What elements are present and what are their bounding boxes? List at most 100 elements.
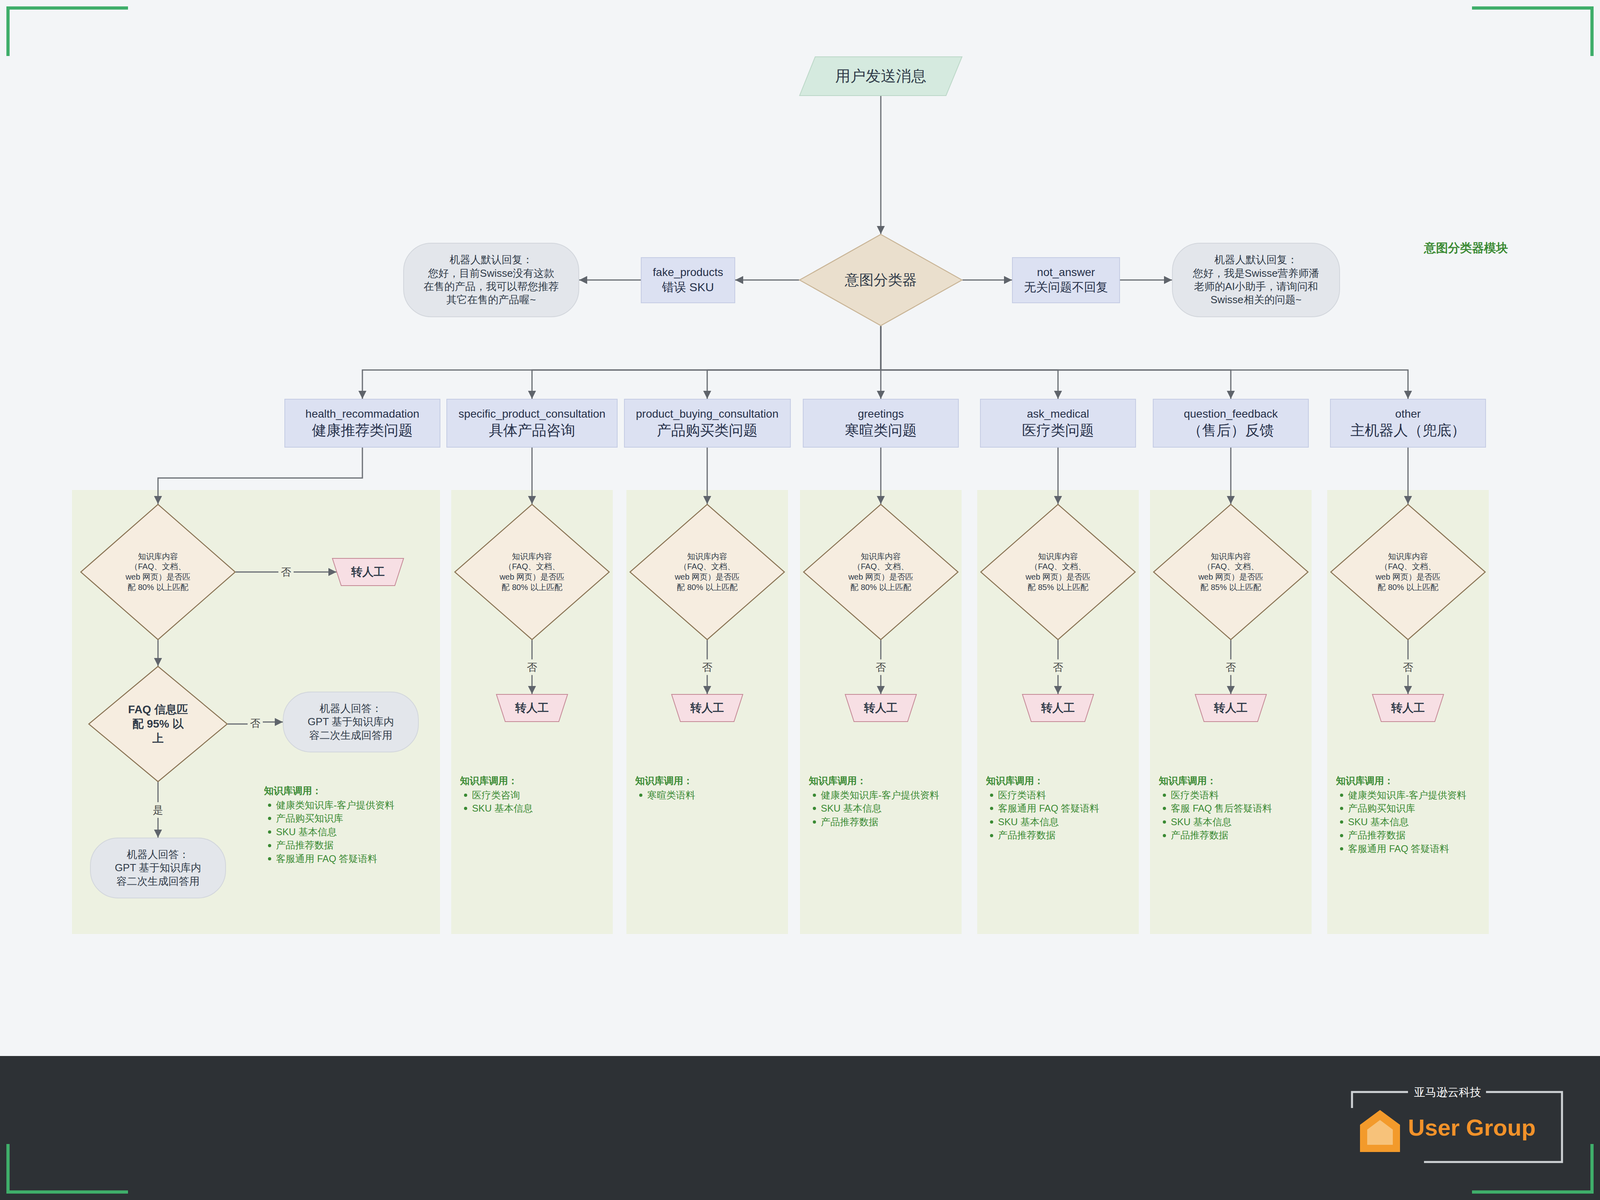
node-title: product_buying_consultation (636, 406, 779, 422)
diamond-outline (629, 504, 785, 640)
node-body: 产品购买类问题 (636, 421, 779, 440)
handoff-trapezoid: 转人工 (1372, 694, 1444, 722)
node-body: 错误 SKU (652, 279, 724, 295)
connector (880, 326, 1231, 399)
node-title: fake_products (652, 265, 724, 280)
node-text-group: 知识库内容（FAQ、文档、web 网页）是否匹配 80% 以上匹配 (1374, 551, 1442, 593)
connector (1407, 447, 1409, 504)
logo-icon (1360, 1110, 1400, 1152)
node-body: 具体产品咨询 (458, 421, 606, 440)
connector (532, 326, 881, 399)
node-text-group: not_answer无关问题不回复 (1024, 265, 1108, 295)
node-text-group: 知识库内容（FAQ、文档、web 网页）是否匹配 80% 以上匹配 (124, 551, 192, 593)
edge-label: 否 (1223, 659, 1239, 675)
intent-box: fake_products错误 SKU (640, 257, 736, 304)
connector (531, 447, 533, 504)
logo-icon-inner (1367, 1120, 1393, 1145)
list-heading: 知识库调用： (1158, 774, 1311, 788)
decision-diamond: FAQ 信息匹配 95% 以上 (88, 666, 228, 782)
node-text-group: 机器人默认回复：您好，我是Swisse营养师潘老师的AI小助手，请询问和Swis… (1192, 253, 1320, 307)
edge-label: 否 (524, 659, 540, 675)
node-text-group: health_recommadation健康推荐类问题 (305, 406, 420, 440)
list-heading: 知识库调用： (986, 774, 1138, 788)
node-title: 转人工 (864, 700, 898, 716)
diamond-outline (1330, 504, 1486, 640)
node-body: 您好，目前Swisse没有这款在售的产品，我可以帮您推荐其它在售的产品喔~ (423, 266, 560, 307)
node-title: 用户发送消息 (835, 66, 927, 86)
node-body: GPT 基于知识库内容二次生成回答用 (302, 715, 399, 742)
list-item: 健康类知识库-客户提供资料 (264, 798, 416, 812)
outline (1330, 504, 1486, 640)
list-item: SKU 基本信息 (460, 801, 612, 816)
kb-list: 知识库调用：寒暄类语料 (635, 774, 788, 802)
corner-accent (8, 8, 128, 56)
node-body: 无关问题不回复 (1024, 279, 1108, 295)
node-title: 转人工 (515, 700, 549, 716)
node-title: 知识库内容（FAQ、文档、web 网页）是否匹配 80% 以上匹配 (498, 551, 566, 593)
node-title: 机器人默认回复： (423, 253, 560, 267)
node-text-group: 转人工 (351, 564, 385, 580)
outline (630, 504, 785, 640)
diamond-outline (80, 504, 236, 640)
column-bands (72, 490, 1489, 934)
connector (706, 447, 708, 504)
handoff-trapezoid: 转人工 (1022, 694, 1094, 722)
outline (1022, 694, 1094, 722)
footer-bar (0, 1056, 1600, 1200)
list-item: 医疗类语料 (1158, 788, 1311, 802)
list-item: 产品推荐数据 (1336, 828, 1488, 842)
handoff-trapezoid: 转人工 (496, 694, 568, 722)
diamond-outline (454, 504, 610, 640)
reply-pill: 机器人默认回复：您好，目前Swisse没有这款在售的产品，我可以帮您推荐其它在售… (403, 242, 580, 318)
logo-wordmark: User Group (1408, 1114, 1536, 1141)
node-title: 知识库内容（FAQ、文档、web 网页）是否匹配 80% 以上匹配 (124, 551, 192, 593)
edge-label: 否 (699, 659, 715, 675)
edge-label: 否 (1400, 659, 1416, 675)
logo (1352, 1092, 1562, 1162)
node-title: 机器人默认回复： (1192, 253, 1320, 267)
outline (1153, 504, 1308, 640)
node-text-group: 转人工 (864, 700, 898, 716)
node-text-group: specific_product_consultation具体产品咨询 (458, 406, 606, 440)
node-text-group: 转人工 (1041, 700, 1075, 716)
list-heading: 知识库调用： (460, 774, 612, 788)
edge-label: 否 (1050, 659, 1066, 675)
column-band (1150, 490, 1312, 934)
node-title: question_feedback (1183, 406, 1278, 422)
list-heading: 知识库调用： (1336, 774, 1488, 788)
decision-diamond: 知识库内容（FAQ、文档、web 网页）是否匹配 80% 以上匹配 (80, 504, 236, 640)
node-title: 转人工 (1214, 700, 1248, 716)
column-band (800, 490, 962, 934)
outline (671, 694, 743, 722)
outline (803, 504, 958, 640)
connector (1057, 447, 1059, 504)
node-title: not_answer (1024, 265, 1108, 280)
list-item: 产品购买知识库 (1336, 801, 1488, 816)
node-title: 意图分类器 (844, 270, 917, 290)
node-title: 知识库内容（FAQ、文档、web 网页）是否匹配 85% 以上匹配 (1024, 551, 1092, 593)
list-item: 产品推荐数据 (808, 815, 961, 829)
module-label: 意图分类器模块 (1424, 240, 1508, 257)
list-item: 健康类知识库-客户提供资料 (1336, 788, 1488, 802)
list-item: 健康类知识库-客户提供资料 (808, 788, 961, 802)
node-title: 转人工 (1391, 700, 1425, 716)
list-item: SKU 基本信息 (1336, 815, 1488, 829)
node-text-group: greetings寒暄类问题 (844, 406, 917, 440)
node-text-group: ask_medical医疗类问题 (1022, 406, 1094, 440)
kb-list: 知识库调用：健康类知识库-客户提供资料产品购买知识库SKU 基本信息产品推荐数据… (1336, 774, 1488, 856)
node-title: greetings (844, 406, 917, 422)
node-title: 转人工 (351, 564, 385, 580)
node-body: （售后）反馈 (1183, 421, 1278, 440)
outline (332, 558, 404, 586)
node-title: 转人工 (690, 700, 724, 716)
start-parallelogram: 用户发送消息 (799, 56, 963, 96)
node-title: 机器人回答： (302, 702, 399, 716)
node-text-group: 转人工 (1214, 700, 1248, 716)
list-item: 客服 FAQ 售后答疑语料 (1158, 801, 1311, 816)
diamond-outline (980, 504, 1136, 640)
connector (880, 447, 882, 504)
category-box: greetings寒暄类问题 (802, 398, 959, 448)
corner-accent (1472, 1144, 1592, 1192)
handoff-trapezoid: 转人工 (844, 694, 917, 722)
node-text-group: product_buying_consultation产品购买类问题 (636, 406, 779, 440)
